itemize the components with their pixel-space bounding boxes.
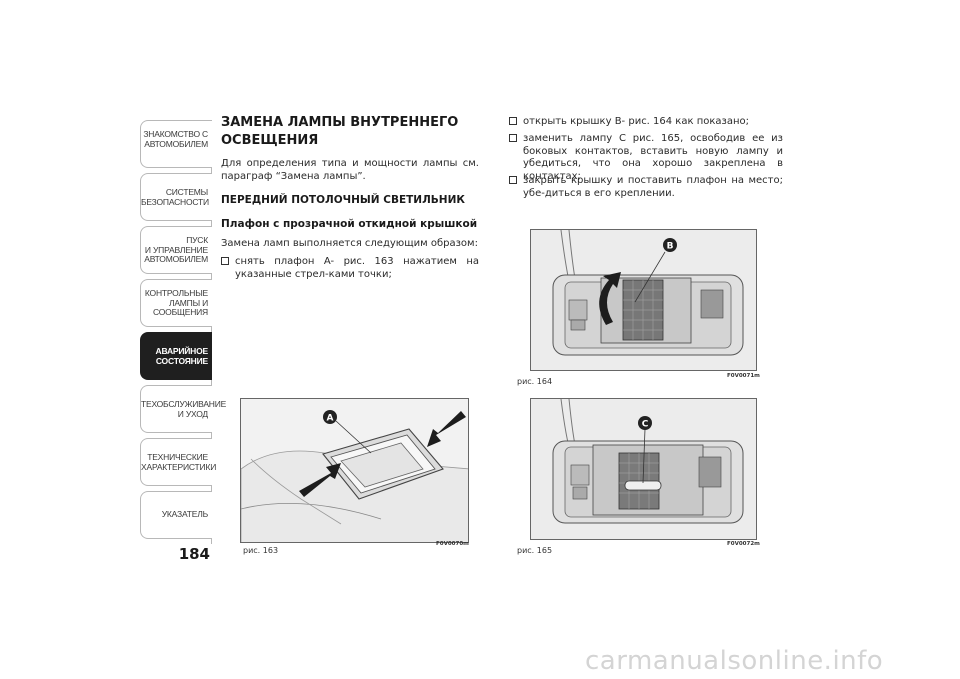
- figure-code: F0V0071m: [727, 373, 760, 379]
- procedure-intro: Замена ламп выполняется следующим образо…: [221, 238, 478, 249]
- bullet-text: снять плафон A- рис. 163 нажатием на ука…: [235, 256, 479, 280]
- bullet-text: закрыть крышку и поставить плафон на мес…: [523, 175, 783, 199]
- section-heading: ПЕРЕДНИЙ ПОТОЛОЧНЫЙ СВЕТИЛЬНИК: [221, 194, 465, 206]
- figure-caption: рис. 164: [517, 377, 553, 386]
- intro-paragraph: Для определения типа и мощности лампы см…: [221, 158, 479, 182]
- figure-code: F0V0072m: [727, 541, 760, 547]
- checkbox-bullet-icon: [509, 176, 517, 184]
- figure-164-open-cover: B: [530, 229, 757, 371]
- dome-light-illustration: A: [241, 399, 468, 542]
- tab-emergency[interactable]: АВАРИЙНОЕ СОСТОЯНИЕ: [140, 332, 212, 380]
- bullet-item: заменить лампу C рис. 165, освободив ее …: [509, 133, 783, 183]
- figure-code: F0V0070m: [436, 541, 469, 547]
- bullet-item: снять плафон A- рис. 163 нажатием на ука…: [221, 256, 479, 281]
- tab-index[interactable]: УКАЗАТЕЛЬ: [140, 491, 212, 539]
- tab-technical-specs[interactable]: ТЕХНИЧЕСКИЕ ХАРАКТЕРИСТИКИ: [140, 438, 216, 486]
- checkbox-bullet-icon: [509, 134, 517, 142]
- checkbox-bullet-icon: [221, 257, 229, 265]
- tab-starting-driving[interactable]: ПУСК И УПРАВЛЕНИЕ АВТОМОБИЛЕМ: [140, 226, 212, 274]
- marker-label: C: [642, 420, 649, 430]
- bullet-item: открыть крышку B- рис. 164 как показано;: [509, 116, 783, 129]
- figure-165-lamp-replacement: C: [530, 398, 757, 540]
- tab-warning-lights[interactable]: КОНТРОЛЬНЫЕ ЛАМПЫ И СООБЩЕНИЯ: [140, 279, 212, 327]
- figure-caption: рис. 163: [243, 546, 279, 555]
- figure-163-dome-light: A: [240, 398, 469, 543]
- page-title: ЗАМЕНА ЛАМПЫ ВНУТРЕННЕГО ОСВЕЩЕНИЯ: [221, 115, 459, 148]
- watermark: carmanualsonline.info: [585, 646, 884, 676]
- figure-caption: рис. 165: [517, 546, 553, 555]
- checkbox-bullet-icon: [509, 117, 517, 125]
- open-cover-illustration: B: [531, 230, 756, 370]
- marker-label: B: [667, 242, 674, 252]
- bullet-text: заменить лампу C рис. 165, освободив ее …: [523, 133, 783, 182]
- subsection-heading: Плафон с прозрачной откидной крышкой: [221, 218, 478, 230]
- bullet-text: открыть крышку B- рис. 164 как показано;: [523, 116, 749, 127]
- marker-label: A: [327, 414, 334, 424]
- bullet-item: закрыть крышку и поставить плафон на мес…: [509, 175, 783, 200]
- page-number: 184: [178, 545, 210, 563]
- tab-maintenance[interactable]: ТЕХОБСЛУЖИВАНИЕ И УХОД: [140, 385, 226, 433]
- tab-safety-systems[interactable]: СИСТЕМЫ БЕЗОПАСНОСТИ: [140, 173, 212, 221]
- tab-getting-to-know-vehicle[interactable]: ЗНАКОМСТВО С АВТОМОБИЛЕМ: [140, 120, 212, 168]
- lamp-replacement-illustration: C: [531, 399, 756, 539]
